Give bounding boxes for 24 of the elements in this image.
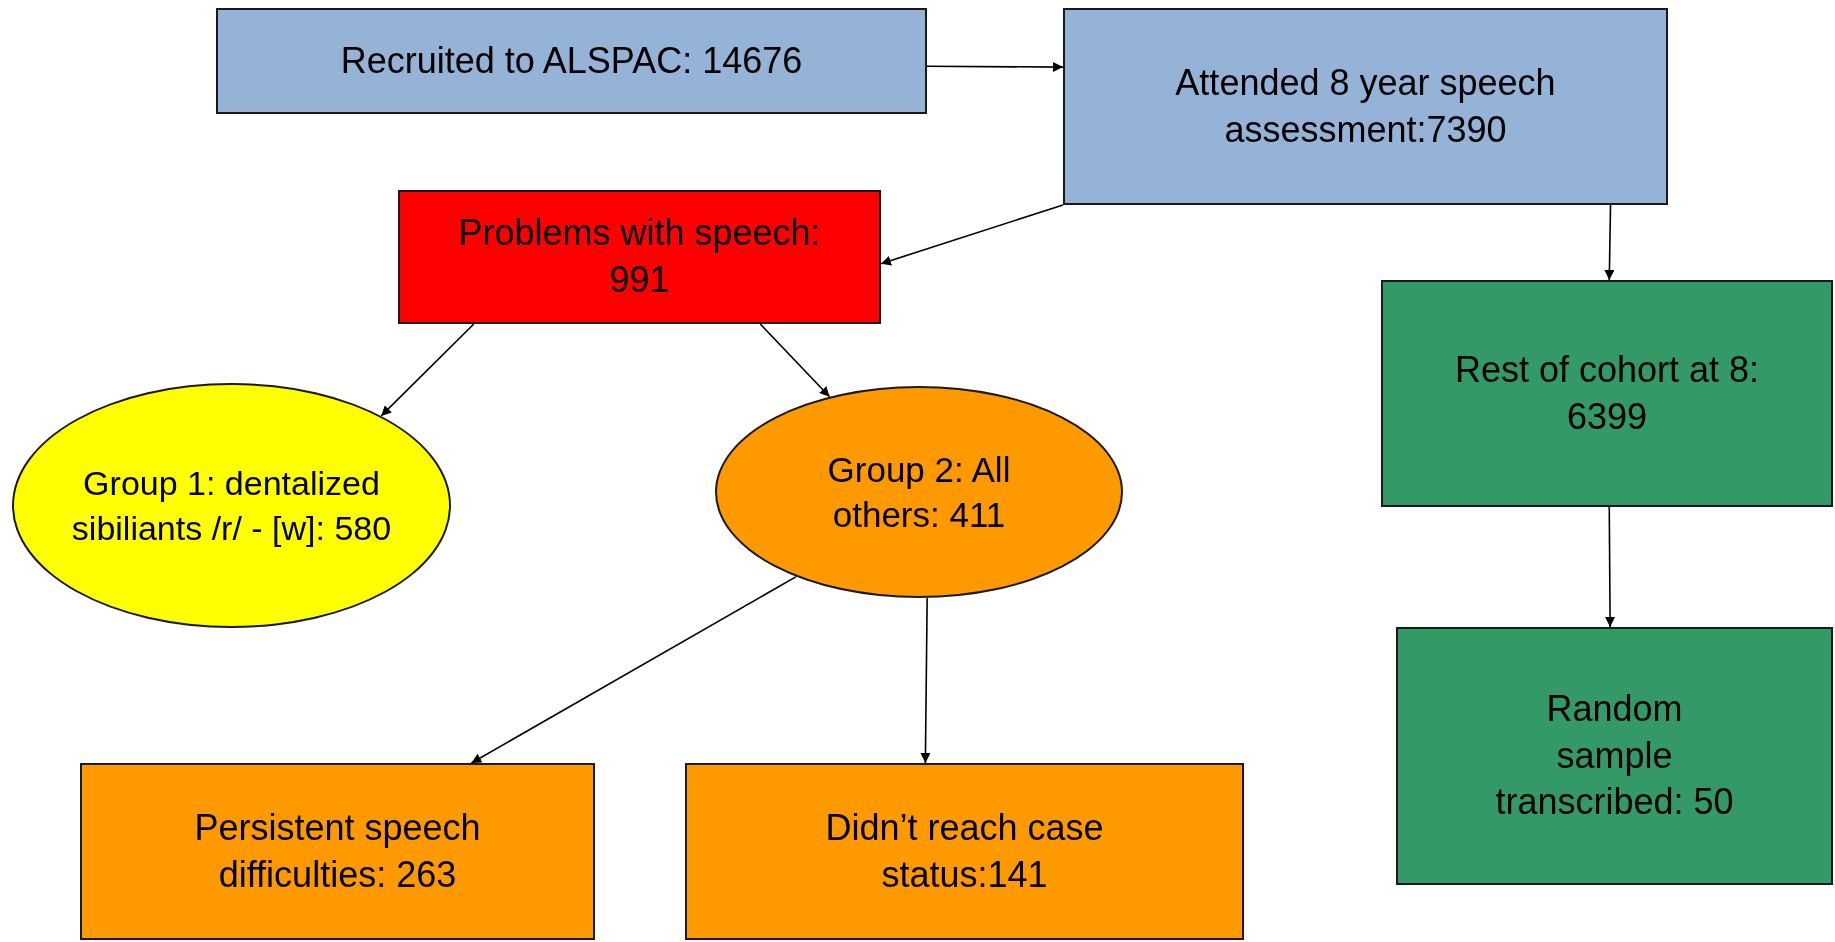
arrow [880,204,1064,266]
arrow [920,597,931,764]
node-label: Rest of cohort at 8: 6399 [1453,347,1761,439]
node-label: Group 1: dentalized sibiliants /r/ - [w]: 580 [70,463,393,549]
process-box [398,190,881,324]
process-box [80,763,595,940]
node-label: Attended 8 year speech assessment:7390 [1174,60,1557,152]
arrow [759,323,831,398]
node-label: Persistent speech difficulties: 263 [193,805,482,897]
process-box [1381,280,1833,507]
node-label: Recruited to ALSPAC: 14676 [340,38,803,83]
node-label: Random sample transcribed: 50 [1494,686,1735,825]
process-box [216,8,927,114]
arrow [380,323,475,417]
node-label: Didn’t reach case status:141 [824,805,1105,897]
arrow [1604,204,1615,281]
arrow [926,62,1064,73]
process-box [1396,627,1833,885]
process-box [1063,8,1668,205]
arrow [470,575,798,764]
process-box [685,763,1244,940]
arrow [1605,506,1616,628]
node-label: Group 2: All others: 411 [826,448,1012,536]
node-label: Problems with speech: 991 [457,211,822,302]
